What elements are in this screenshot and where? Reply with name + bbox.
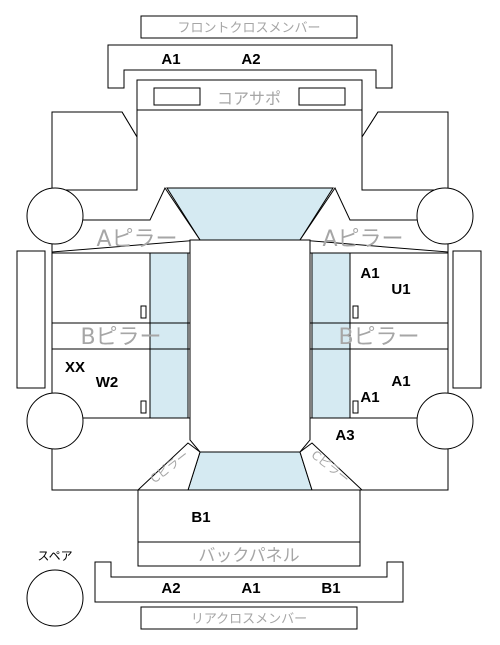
trunk-code-b1: B1	[191, 509, 210, 526]
a-pillar-right-label: Aピラー	[322, 227, 403, 252]
spare-tire[interactable]	[26, 569, 84, 627]
front-left-door-window	[149, 252, 189, 324]
right-rocker-panel[interactable]	[452, 250, 482, 389]
front-cross-member-box[interactable]	[140, 15, 358, 39]
left-rocker-panel[interactable]	[16, 250, 46, 389]
front-cross-member-label: フロントクロスメンバー	[177, 21, 320, 36]
right-code-u1: U1	[391, 281, 410, 298]
right-code-a1-lower: A1	[360, 389, 379, 406]
rear-left-door-window	[149, 348, 189, 419]
rear-right-door-window	[311, 348, 351, 419]
left-code-w2: W2	[96, 374, 119, 391]
front-right-door-handle	[352, 305, 359, 319]
front-left-fender[interactable]	[51, 111, 138, 191]
front-right-door-window	[311, 252, 351, 324]
left-code-xx: XX	[65, 359, 85, 376]
a-pillar-left-label: Aピラー	[96, 227, 177, 252]
roof[interactable]	[189, 239, 311, 453]
b-pillar-left-label: Bピラー	[80, 325, 161, 350]
rear-code-b1: B1	[321, 580, 340, 597]
rear-code-a2: A2	[161, 580, 180, 597]
front-right-wheel[interactable]	[416, 187, 474, 245]
headlight-left	[153, 87, 201, 106]
back-panel-box[interactable]	[137, 541, 361, 567]
rear-right-wheel[interactable]	[416, 392, 474, 450]
right-code-a3: A3	[335, 427, 354, 444]
front-left-wheel[interactable]	[26, 187, 84, 245]
rear-left-door-handle	[140, 400, 147, 414]
core-support-label: コアサポ	[217, 89, 281, 108]
rear-cross-member-label: リアクロスメンバー	[191, 612, 307, 627]
right-code-a1-upper: A1	[360, 265, 379, 282]
rear-cross-member-bracket[interactable]	[94, 561, 404, 603]
a-pillar-left-region[interactable]	[51, 186, 201, 253]
rear-right-door-handle	[352, 400, 359, 414]
front-cross-member-bracket[interactable]	[107, 44, 393, 89]
front-left-door-handle	[140, 305, 147, 319]
b-pillar-right-label: Bピラー	[338, 325, 419, 350]
front-code-a1: A1	[161, 51, 180, 68]
rear-code-a1: A1	[241, 580, 260, 597]
front-code-a2: A2	[241, 51, 260, 68]
back-panel-label: バックパネル	[198, 546, 299, 566]
spare-label: スペア	[37, 549, 72, 563]
rear-cross-member-box[interactable]	[140, 606, 358, 630]
front-right-fender[interactable]	[361, 111, 449, 191]
trunk-lid[interactable]	[137, 489, 361, 543]
right-code-a1-mid: A1	[391, 373, 410, 390]
rear-left-wheel[interactable]	[26, 392, 84, 450]
headlight-right	[298, 87, 346, 106]
rear-window[interactable]	[187, 451, 313, 491]
